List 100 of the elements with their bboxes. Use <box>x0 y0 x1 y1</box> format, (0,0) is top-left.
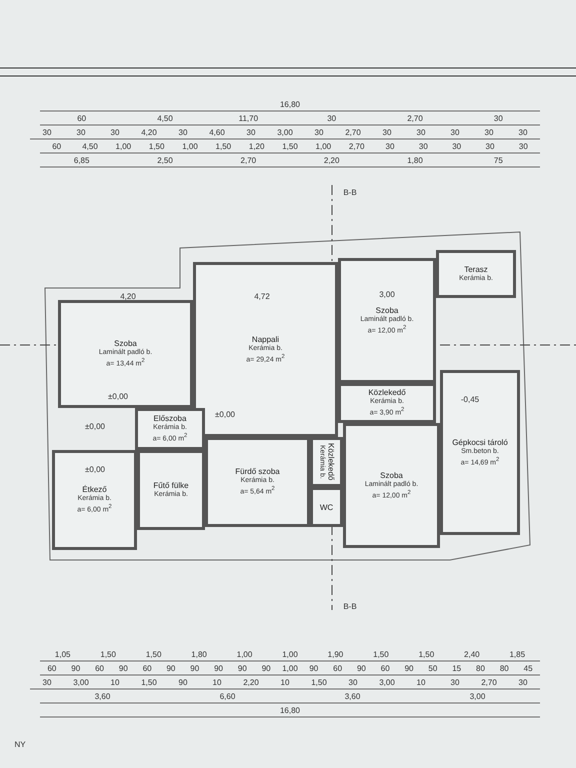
dimension-value: 90 <box>118 664 128 673</box>
dimension-value: 1,80 <box>407 156 423 165</box>
dimension-value: 30 <box>450 128 460 137</box>
dimension-value: 3,00 <box>379 678 395 687</box>
plan-annotation: -0,45 <box>460 395 480 404</box>
room-name: Közlekedő <box>326 443 336 481</box>
dimension-value: 80 <box>500 664 509 673</box>
dimension-value: 60 <box>142 664 152 673</box>
dimension-value: 60 <box>333 664 342 673</box>
dimension-value: 30 <box>246 128 256 137</box>
dimension-value: 30 <box>110 128 120 137</box>
dimension-value: 60 <box>52 142 62 151</box>
plan-annotation: 3,00 <box>379 290 395 299</box>
dimension-value: 1,00 <box>116 142 132 151</box>
dimension-value: 16,80 <box>280 706 300 715</box>
dimension-value: 4,20 <box>141 128 157 137</box>
room-outline <box>193 262 338 437</box>
dimension-value: 30 <box>327 114 336 123</box>
dimension-value: 1,90 <box>328 650 344 659</box>
dimension-value: 1,50 <box>282 142 298 151</box>
room-outline <box>343 423 440 548</box>
dimension-value: 15 <box>452 664 462 673</box>
room-outline <box>137 450 205 530</box>
dimension-value: 30 <box>416 128 426 137</box>
dimension-value: 90 <box>190 664 200 673</box>
plan-annotation: 4,20 <box>120 292 136 301</box>
dimension-value: 90 <box>262 664 271 673</box>
room-outline <box>436 250 516 298</box>
dimension-value: 1,00 <box>236 650 252 659</box>
dimension-value: 30 <box>386 142 394 151</box>
dimension-value: 16,80 <box>280 100 300 109</box>
dimension-value: 90 <box>238 664 247 673</box>
dimension-value: 60 <box>47 664 56 673</box>
dimension-value: 1,50 <box>311 678 327 687</box>
dimension-value: 10 <box>110 678 120 687</box>
dimension-value: 90 <box>404 664 414 673</box>
dimension-value: 1,00 <box>316 142 332 151</box>
plan-annotation: ±0,00 <box>85 422 105 431</box>
room-name: Szoba <box>380 470 403 480</box>
dimension-value: 30 <box>486 142 494 151</box>
dimension-value: 30 <box>348 678 358 687</box>
dimension-value: 1,50 <box>146 650 162 659</box>
dimension-value: 30 <box>314 128 324 137</box>
room-outline <box>310 487 343 527</box>
room-outline <box>205 437 310 527</box>
room-outline <box>338 383 436 423</box>
dimension-value: 30 <box>42 128 52 137</box>
dimension-value: 30 <box>76 128 86 137</box>
dimension-value: 90 <box>71 664 80 673</box>
dimension-value: 1,05 <box>54 650 70 659</box>
room-outline <box>52 450 137 550</box>
dimension-value: 4,60 <box>209 128 225 137</box>
dimension-value: 1,00 <box>282 664 298 673</box>
dimension-value: 30 <box>518 142 528 151</box>
dimension-value: 30 <box>518 678 528 687</box>
plan-annotation: 4,72 <box>254 292 270 301</box>
dimension-value: 2,70 <box>407 114 423 123</box>
dimension-value: 10 <box>416 678 426 687</box>
dimension-value: 3,60 <box>94 692 110 701</box>
dimension-value: 50 <box>428 664 438 673</box>
room-name: Szoba <box>376 306 398 315</box>
dimension-value: 2,70 <box>240 156 256 165</box>
plan-annotation: ±0,00 <box>215 410 235 419</box>
room-name: Közlekedő <box>368 388 406 398</box>
dimension-value: 80 <box>476 664 485 673</box>
room-outline <box>338 258 436 383</box>
plan-annotation: ±0,00 <box>108 392 128 401</box>
room-name: Étkező <box>82 485 107 494</box>
room-name: Gépkocsi tároló <box>452 438 508 447</box>
plan-annotation: ±0,00 <box>85 465 105 474</box>
dimension-value: 10 <box>280 678 290 687</box>
dimension-value: 30 <box>484 128 494 137</box>
dimension-value: 60 <box>380 664 390 673</box>
dimension-value: 1,50 <box>141 678 157 687</box>
dimension-value: 4,50 <box>157 114 173 123</box>
room-name: Terasz <box>464 265 488 274</box>
dimension-value: 2,50 <box>157 156 173 165</box>
dimension-value: 2,70 <box>348 142 364 151</box>
dimension-value: 60 <box>95 664 104 673</box>
room-name: Előszoba <box>154 414 186 424</box>
room-name: Fürdő szoba <box>235 467 280 476</box>
dimension-value: 1,50 <box>418 650 434 659</box>
dimension-value: 30 <box>382 128 392 137</box>
room-outline <box>440 370 520 535</box>
dimension-value: 45 <box>524 664 533 673</box>
dimension-value: 90 <box>178 678 188 687</box>
sheet-note: NY <box>14 740 26 749</box>
dimension-value: 3,00 <box>470 692 486 701</box>
dimension-value: 3,60 <box>344 692 360 701</box>
plan-annotation: B-B <box>343 188 357 197</box>
room-outline <box>58 300 193 408</box>
dimension-value: 10 <box>212 678 222 687</box>
dimension-value: 2,70 <box>481 678 497 687</box>
plan-annotation: B-B <box>343 602 357 611</box>
dimension-value: 30 <box>42 678 52 687</box>
dimension-value: 90 <box>166 664 176 673</box>
dimension-value: 4,50 <box>82 142 98 151</box>
dimension-value: 90 <box>309 664 318 673</box>
dimension-value: 2,20 <box>324 156 340 165</box>
dimension-value: 90 <box>214 664 224 673</box>
